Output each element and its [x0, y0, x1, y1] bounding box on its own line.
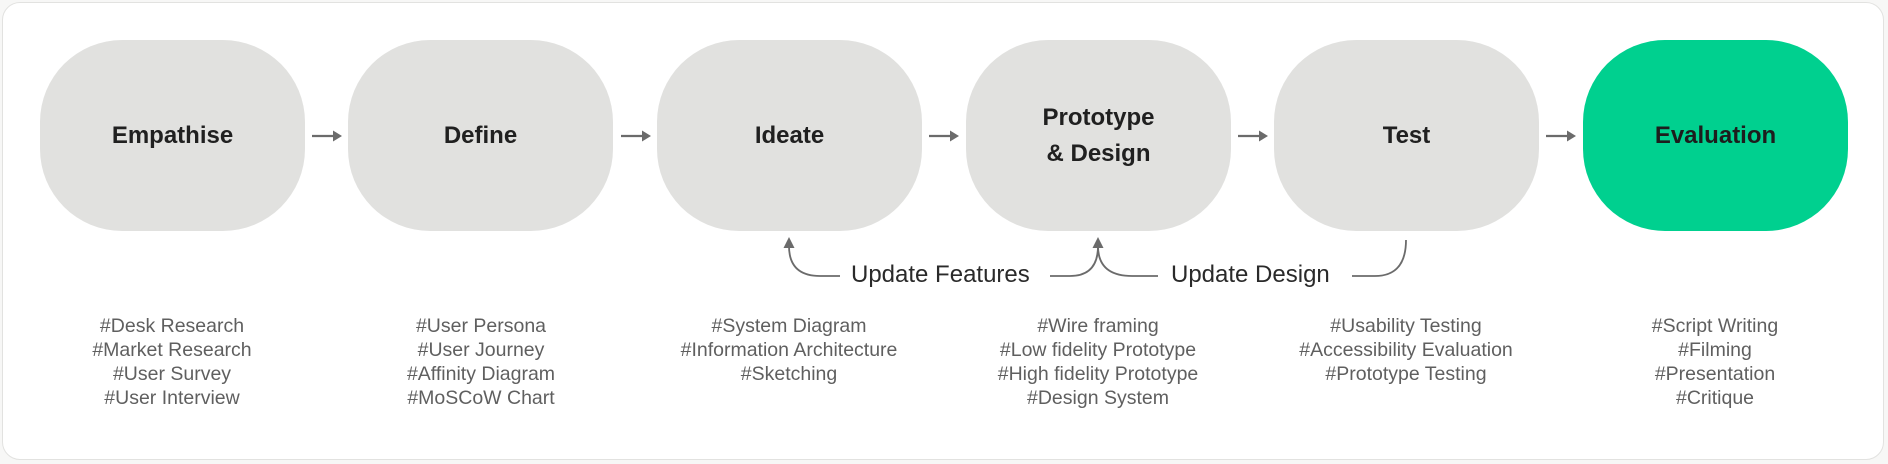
tag: #Market Research: [92, 339, 252, 361]
stage-test: Test: [1274, 40, 1539, 231]
tag: #System Diagram: [711, 315, 867, 337]
tag: #Filming: [1678, 339, 1752, 361]
arrow-right-icon: [929, 130, 959, 142]
arrow-right-icon: [1238, 130, 1268, 142]
tag-list-empathise: #Desk Research #Market Research #User Su…: [22, 314, 322, 410]
tag: #Desk Research: [99, 315, 245, 337]
tag-list-prototype-design: #Wire framing #Low fidelity Prototype #H…: [948, 314, 1248, 410]
tag: #User Persona: [415, 315, 547, 337]
tag: #Information Architecture: [680, 339, 898, 361]
stage-define: Define: [348, 40, 613, 231]
tag: #Low fidelity Prototype: [999, 339, 1197, 361]
tag-list-test: #Usability Testing #Accessibility Evalua…: [1256, 314, 1556, 386]
tag-list-define: #User Persona #User Journey #Affinity Di…: [331, 314, 631, 410]
tag: #Critique: [1675, 387, 1755, 409]
stage-prototype-design: Prototype & Design: [966, 40, 1231, 231]
tag: #Affinity Diagram: [406, 363, 556, 385]
tag: #Script Writing: [1651, 315, 1779, 337]
tag: #User Interview: [104, 387, 240, 409]
update-features-label: Update Features: [851, 261, 1030, 288]
tag: #High fidelity Prototype: [997, 363, 1199, 385]
tag: #User Journey: [417, 339, 545, 361]
arrow-right-icon: [1546, 130, 1576, 142]
tag: #Prototype Testing: [1325, 363, 1487, 385]
stage-empathise: Empathise: [40, 40, 305, 231]
arrow-right-icon: [312, 130, 342, 142]
tag: #MoSCoW Chart: [407, 387, 555, 409]
stage-ideate: Ideate: [657, 40, 922, 231]
update-design-label: Update Design: [1171, 261, 1330, 288]
tag: #User Survey: [112, 363, 232, 385]
arrow-right-icon: [621, 130, 651, 142]
stage-evaluation: Evaluation: [1583, 40, 1848, 231]
tag: #Wire framing: [1037, 315, 1159, 337]
tag: #Accessibility Evaluation: [1299, 339, 1513, 361]
tag-list-evaluation: #Script Writing #Filming #Presentation #…: [1565, 314, 1865, 410]
tag: #Presentation: [1654, 363, 1776, 385]
tag-list-ideate: #System Diagram #Information Architectur…: [639, 314, 939, 386]
tag: #Usability Testing: [1330, 315, 1482, 337]
tag: #Sketching: [740, 363, 838, 385]
tag: #Design System: [1027, 387, 1169, 409]
